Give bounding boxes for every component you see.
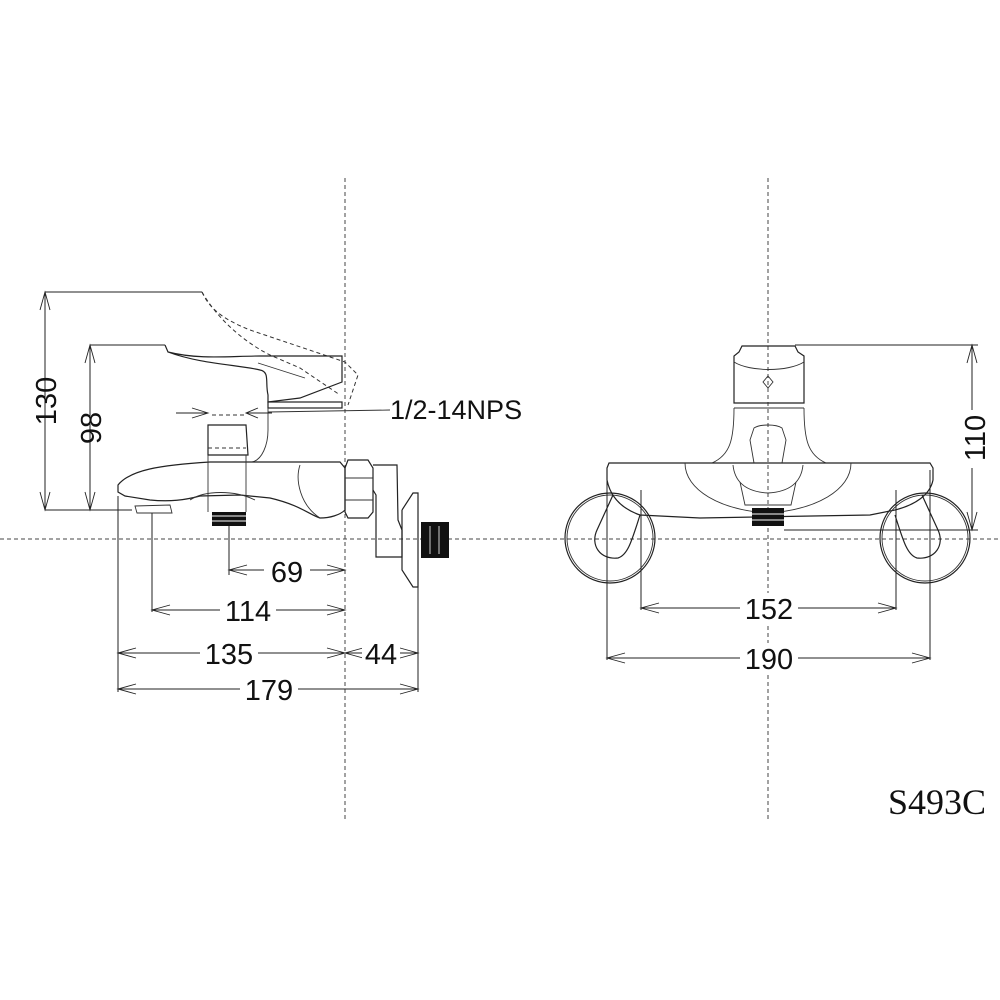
dim-179: 179 xyxy=(245,675,293,707)
dim-135: 135 xyxy=(205,639,253,671)
dim-152: 152 xyxy=(745,594,793,626)
side-view-vertical-dimensions: 130 98 xyxy=(31,290,202,512)
front-body xyxy=(606,462,934,519)
front-outlet-thread xyxy=(752,508,784,526)
cartridge-cap xyxy=(207,424,249,456)
outlet-bulge xyxy=(189,492,256,501)
dim-190: 190 xyxy=(745,644,793,676)
raised-lever-outline xyxy=(201,291,359,406)
dim-130: 130 xyxy=(31,377,63,425)
front-view-faucet xyxy=(564,345,971,660)
dim-69: 69 xyxy=(271,557,303,589)
outlet-thread xyxy=(212,512,246,526)
left-flange xyxy=(564,492,656,584)
eccentric-connector xyxy=(372,464,403,558)
side-view-horizontal-dimensions: 69 114 135 44 179 xyxy=(116,496,420,707)
thread-leader-line xyxy=(267,409,391,413)
thread-pointer-arrows xyxy=(176,407,272,419)
right-flange xyxy=(879,492,971,584)
dim-114: 114 xyxy=(225,596,271,628)
raised-lever-inner xyxy=(201,291,341,396)
indicator-icon xyxy=(762,375,774,389)
inlet-thread xyxy=(421,522,449,558)
thread-callout: 1/2-14NPS xyxy=(390,395,522,425)
left-eccentric xyxy=(594,494,641,559)
dim-44: 44 xyxy=(365,639,397,671)
dim-98: 98 xyxy=(76,412,108,444)
wall-flange xyxy=(401,492,419,588)
hex-nut xyxy=(344,459,374,519)
lever-front xyxy=(733,345,805,404)
lever-base xyxy=(267,401,343,409)
cartridge-body xyxy=(251,408,269,463)
lever-highlight xyxy=(257,362,306,379)
right-eccentric xyxy=(894,494,941,559)
front-view-horizontal-dimensions: 152 190 xyxy=(605,593,932,676)
center-lines xyxy=(0,178,1000,820)
spout-curve xyxy=(297,464,321,519)
front-view-vertical-dimensions: 110 xyxy=(784,343,992,532)
lever-handle xyxy=(164,344,343,403)
side-view-faucet xyxy=(117,291,449,588)
model-number: S493C xyxy=(888,782,986,822)
spout-body xyxy=(117,461,346,519)
aerator xyxy=(134,504,173,514)
dim-110: 110 xyxy=(960,415,992,461)
body-neck xyxy=(711,407,827,464)
